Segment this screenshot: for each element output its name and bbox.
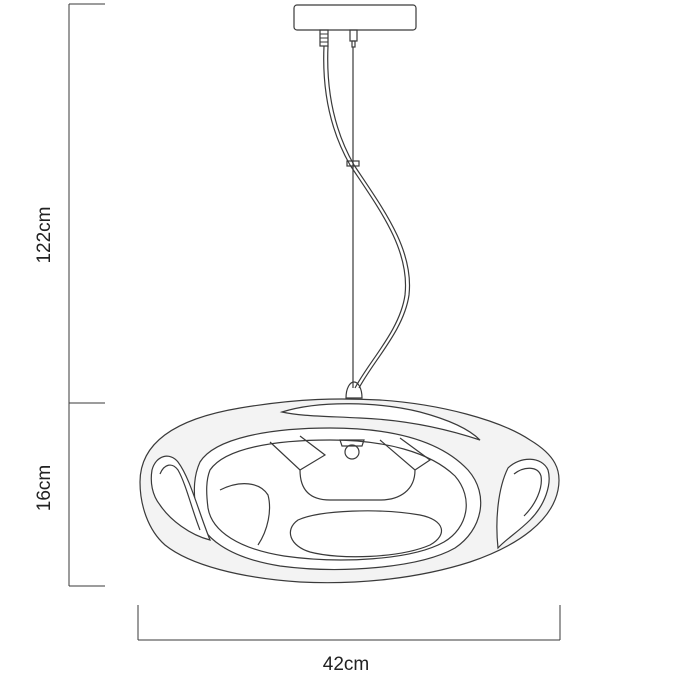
ceiling-canopy bbox=[293, 4, 417, 48]
inner-rib-3 bbox=[299, 469, 416, 501]
lamp-shade bbox=[139, 381, 560, 584]
canopy-plate bbox=[293, 4, 417, 31]
shade-connector bbox=[345, 381, 363, 399]
vertical-dimension: 122cm 16cm bbox=[34, 3, 105, 587]
inner-rib-4 bbox=[219, 483, 271, 546]
right-side-window bbox=[496, 458, 550, 550]
inner-rib-2 bbox=[379, 437, 432, 471]
height-total-label: 122cm bbox=[34, 206, 55, 263]
top-opening bbox=[279, 403, 481, 441]
bulb-holder bbox=[339, 439, 365, 447]
height-shade-label: 16cm bbox=[34, 465, 55, 511]
width-label: 42cm bbox=[323, 654, 369, 675]
cable-clip bbox=[346, 160, 360, 167]
suspension-cables bbox=[323, 45, 411, 389]
bulb bbox=[344, 444, 360, 460]
power-cable bbox=[323, 45, 407, 389]
inner-rib-1 bbox=[269, 435, 327, 471]
lower-inner-opening bbox=[289, 510, 442, 558]
horizontal-dimension: 42cm bbox=[137, 605, 561, 675]
cable-gripper-right bbox=[349, 29, 358, 42]
left-side-window bbox=[150, 455, 211, 541]
window-inner-rim bbox=[206, 439, 467, 561]
